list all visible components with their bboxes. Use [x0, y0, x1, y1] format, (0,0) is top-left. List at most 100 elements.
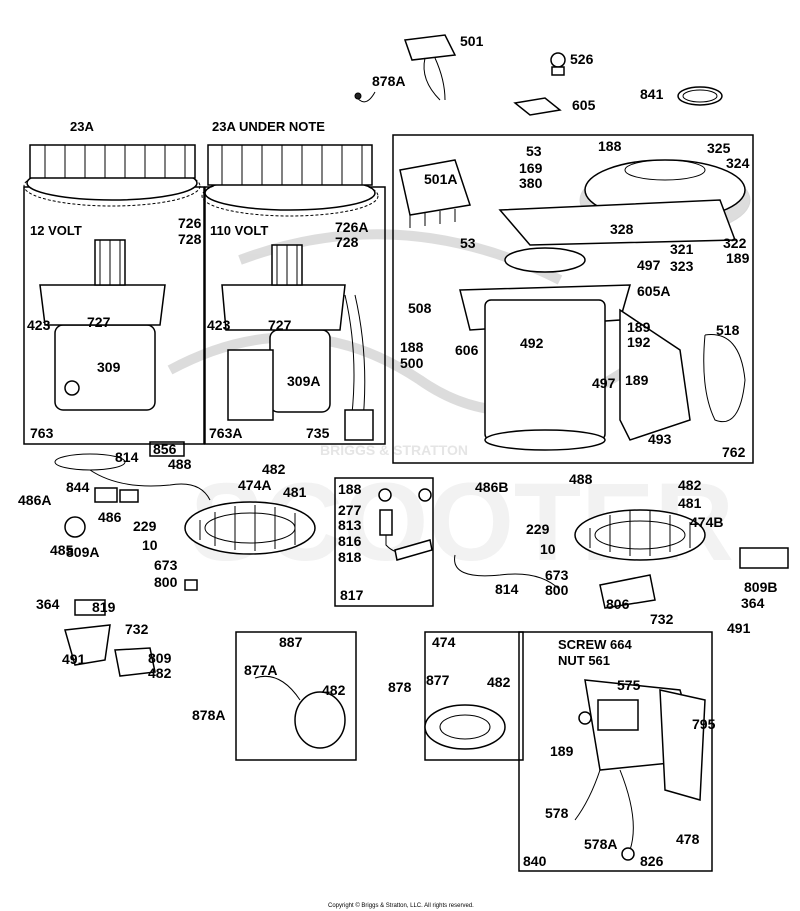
flywheel-23a	[23, 144, 201, 207]
wiring-814-left	[54, 453, 211, 538]
label-277: 277	[338, 502, 362, 518]
label-887: 887	[279, 634, 303, 650]
label-727b: 727	[268, 317, 292, 333]
label-800a: 800	[154, 574, 178, 590]
label-763a: 763A	[209, 425, 242, 441]
label-486: 486	[98, 509, 122, 525]
label-486b: 486B	[475, 479, 508, 495]
label-321: 321	[670, 241, 694, 257]
label-229a: 229	[133, 518, 157, 534]
flywheel-23a-under-note	[201, 144, 379, 217]
label-795: 795	[692, 716, 716, 732]
label-189b: 189	[627, 319, 651, 335]
label-12volt: 12 VOLT	[30, 223, 82, 238]
label-508: 508	[408, 300, 432, 316]
label-732a: 732	[125, 621, 149, 637]
group-boxes	[23, 134, 754, 872]
label-762: 762	[722, 444, 746, 460]
label-482c: 482	[678, 477, 702, 493]
box-887-parts	[254, 675, 346, 749]
label-423a: 423	[27, 317, 51, 333]
label-380: 380	[519, 175, 543, 191]
label-809a: 809A	[66, 544, 99, 560]
label-nut: NUT 561	[558, 653, 610, 668]
label-325: 325	[707, 140, 731, 156]
label-878a-bot: 878A	[192, 707, 225, 723]
label-309a: 309A	[287, 373, 320, 389]
label-493: 493	[648, 431, 672, 447]
label-478: 478	[676, 831, 700, 847]
label-474: 474	[432, 634, 456, 650]
label-488b: 488	[569, 471, 593, 487]
alternator-assembly	[399, 159, 751, 451]
label-474a: 474A	[238, 477, 271, 493]
label-188b: 188	[400, 339, 424, 355]
label-497b: 497	[592, 375, 616, 391]
copyright-text: Copyright © Briggs & Stratton, LLC. All …	[328, 902, 474, 909]
label-53b: 53	[460, 235, 476, 251]
box-474	[424, 631, 524, 761]
box-474-parts	[424, 704, 506, 750]
label-878a-top: 878A	[372, 73, 405, 89]
label-809: 809	[148, 650, 172, 666]
label-728: 728	[178, 231, 202, 247]
label-364a: 364	[36, 596, 60, 612]
label-423b: 423	[207, 317, 231, 333]
box-817	[334, 477, 434, 607]
starter-motor-110volt	[221, 244, 374, 441]
label-817: 817	[340, 587, 364, 603]
label-877: 877	[426, 672, 450, 688]
label-819: 819	[92, 599, 116, 615]
wiring-814-right	[454, 509, 789, 609]
box-856	[149, 441, 185, 457]
label-809b: 809B	[744, 579, 777, 595]
label-23a: 23A	[70, 119, 94, 134]
rectifier-501	[354, 34, 457, 103]
box-762	[392, 134, 754, 464]
label-840: 840	[523, 853, 547, 869]
label-491a: 491	[62, 651, 86, 667]
label-491b: 491	[727, 620, 751, 636]
label-482d: 482	[322, 682, 346, 698]
label-806: 806	[606, 596, 630, 612]
label-526: 526	[570, 51, 594, 67]
label-481a: 481	[283, 484, 307, 500]
label-309: 309	[97, 359, 121, 375]
label-485: 485	[50, 542, 74, 558]
label-727a: 727	[87, 314, 111, 330]
label-492: 492	[520, 335, 544, 351]
label-800b: 800	[545, 582, 569, 598]
label-605: 605	[572, 97, 596, 113]
label-814b: 814	[495, 581, 519, 597]
label-735: 735	[306, 425, 330, 441]
starter-motor-12volt	[39, 239, 166, 411]
label-474b: 474B	[690, 514, 723, 530]
label-856: 856	[153, 441, 177, 457]
label-324: 324	[726, 155, 750, 171]
label-726a: 726A	[335, 219, 368, 235]
stator-474a	[184, 501, 316, 555]
label-673a: 673	[154, 557, 178, 573]
label-844: 844	[66, 479, 90, 495]
label-screw: SCREW 664	[558, 637, 632, 652]
label-878: 878	[388, 679, 412, 695]
small-parts-top-right	[513, 52, 723, 116]
label-364b: 364	[741, 595, 765, 611]
label-323: 323	[670, 258, 694, 274]
label-726: 726	[178, 215, 202, 231]
label-481b: 481	[678, 495, 702, 511]
callout-labels: 23A 23A UNDER NOTE 12 VOLT 110 VOLT 501 …	[18, 33, 777, 869]
label-482a: 482	[262, 461, 286, 477]
label-518: 518	[716, 322, 740, 338]
label-486a: 486A	[18, 492, 51, 508]
label-816: 816	[338, 533, 362, 549]
label-23a-under-note: 23A UNDER NOTE	[212, 119, 325, 134]
label-229b: 229	[526, 521, 550, 537]
label-841: 841	[640, 86, 664, 102]
label-578a: 578A	[584, 836, 617, 852]
label-818: 818	[338, 549, 362, 565]
label-501: 501	[460, 33, 484, 49]
label-192: 192	[627, 334, 651, 350]
box-887	[235, 631, 357, 761]
